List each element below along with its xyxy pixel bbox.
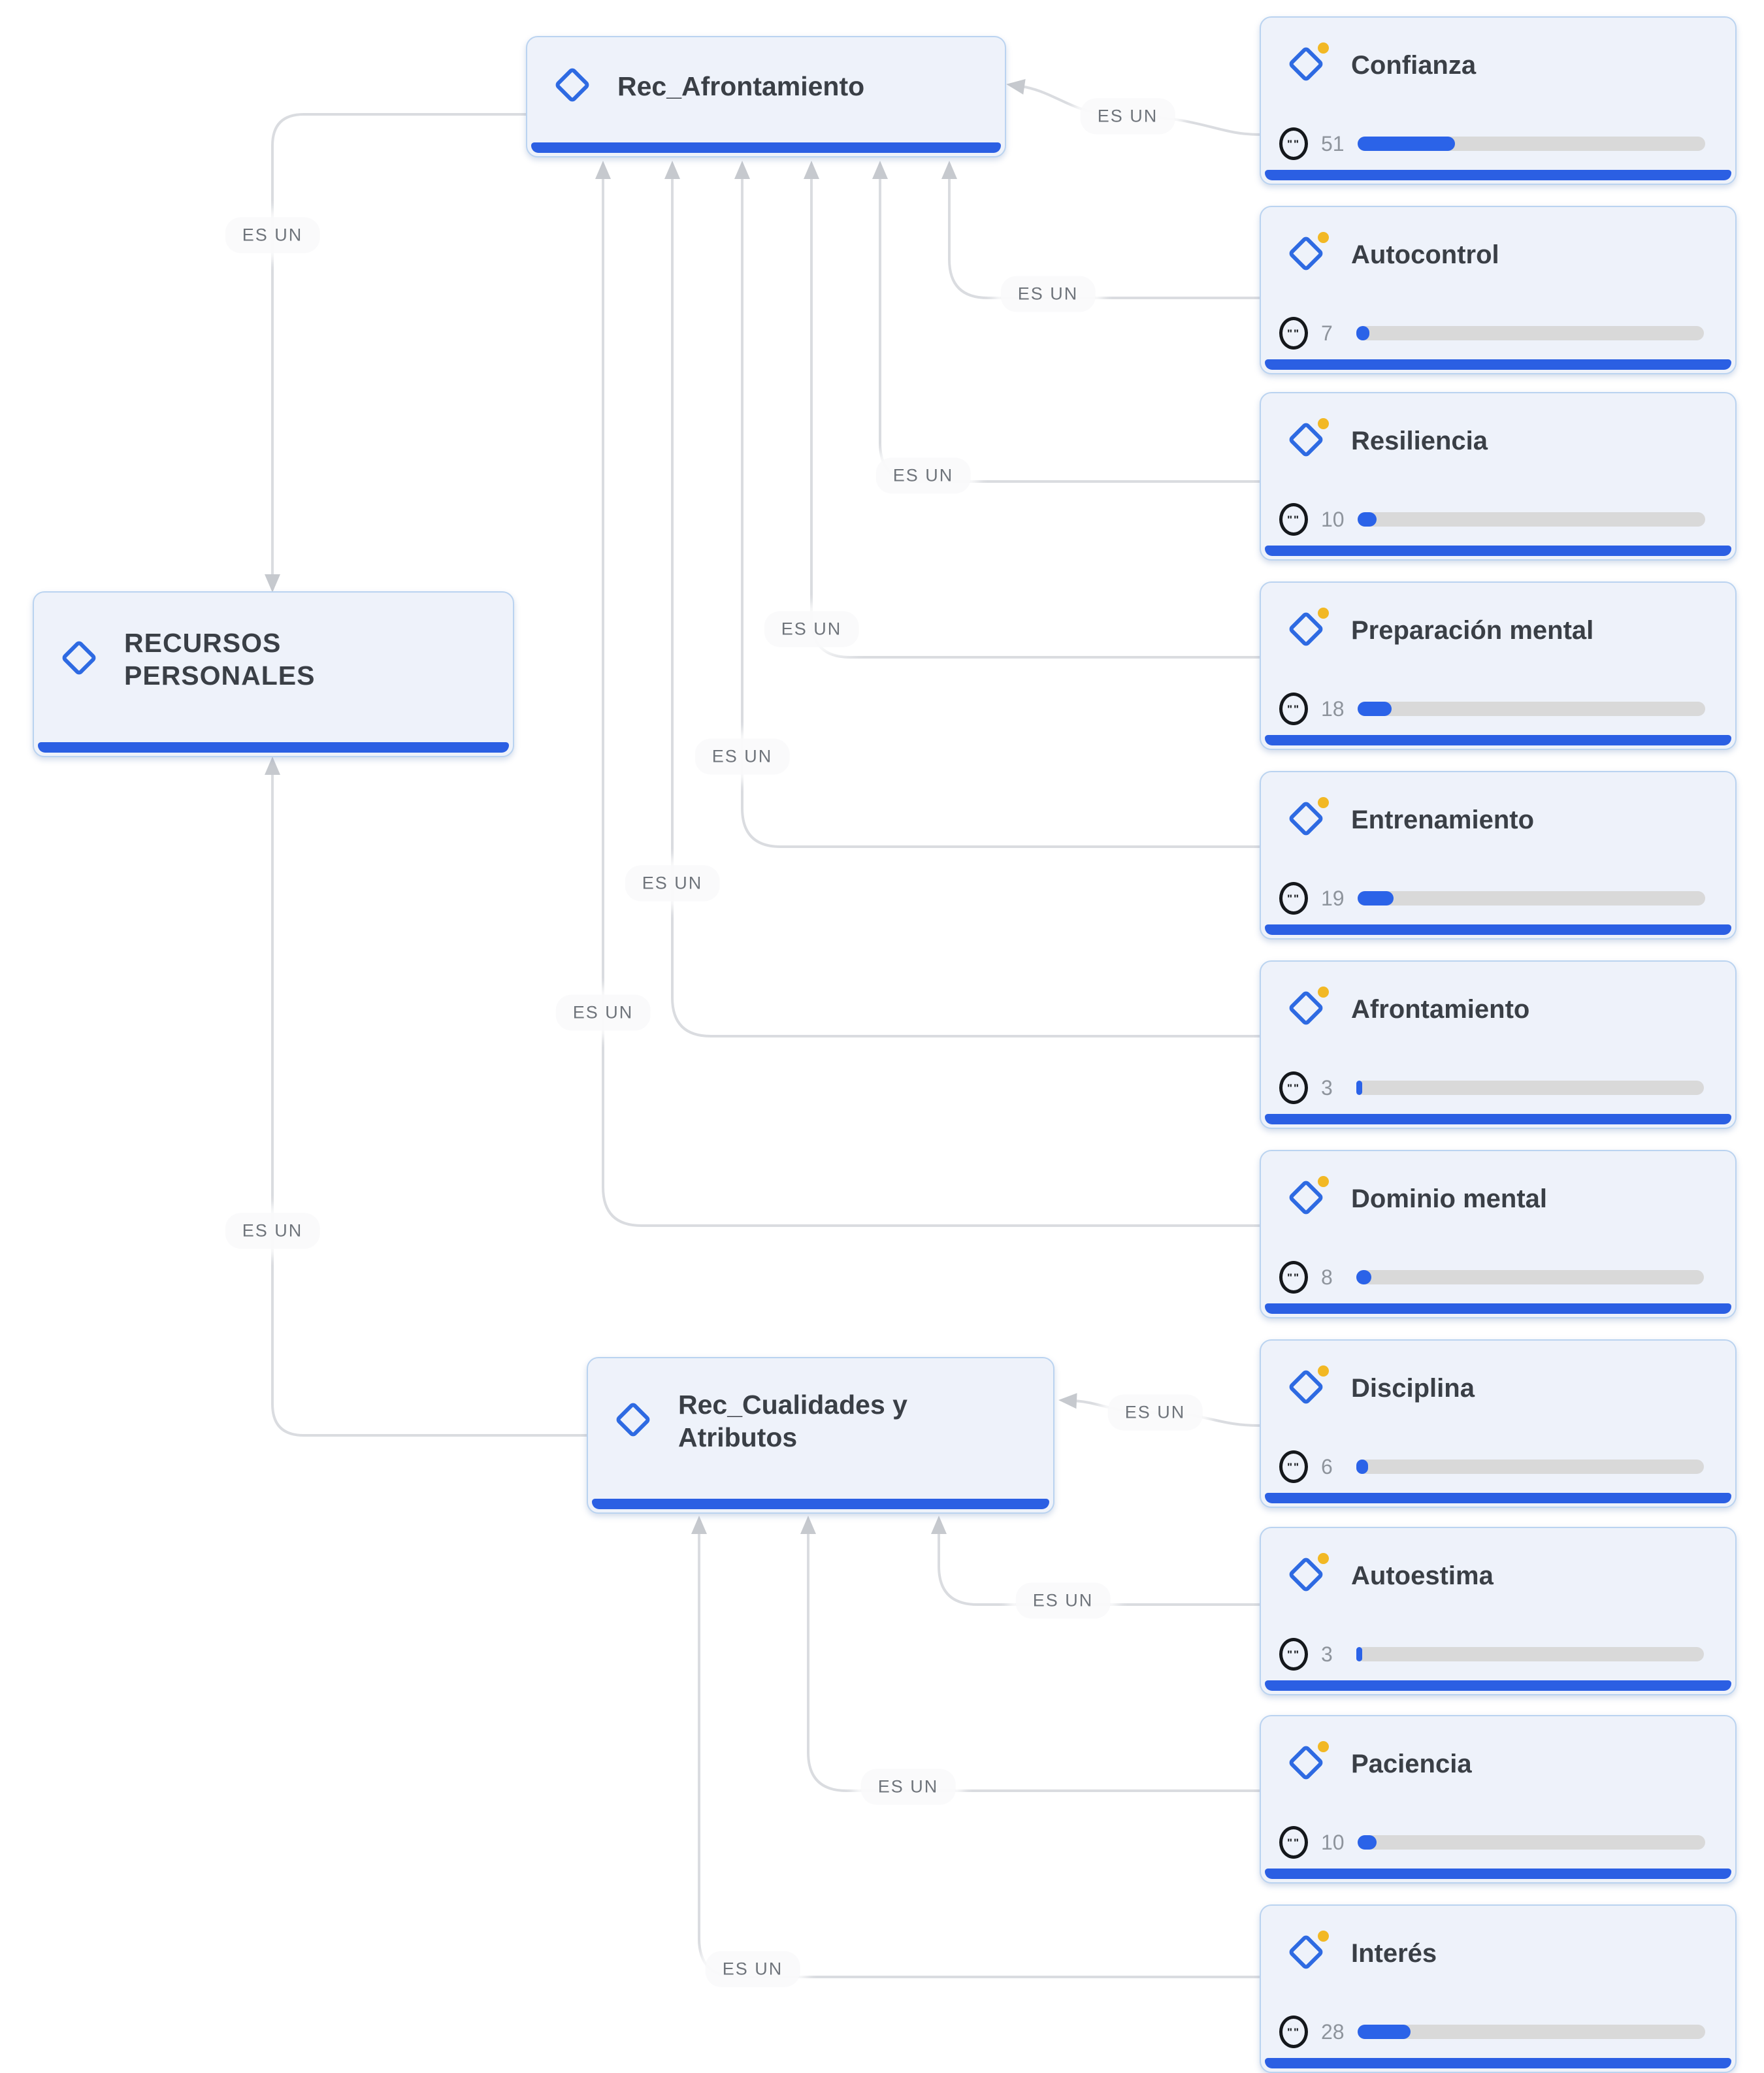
edge-paciencia-to-rec-cualidades[interactable]: [800, 1516, 1260, 1792]
groundedness-bar: [1357, 512, 1705, 527]
code-diamond-icon: [1287, 608, 1329, 651]
quotation-count-icon: "": [1279, 882, 1308, 915]
edge-autocontrol-to-rec-afrontamiento[interactable]: [941, 161, 1260, 299]
edge-label-es-un[interactable]: ES UN: [875, 457, 971, 494]
quotation-count-icon: "": [1279, 693, 1308, 725]
edge-label-es-un[interactable]: ES UN: [764, 611, 859, 647]
node-title: Autoestima: [1351, 1561, 1494, 1590]
category-node-rec-afrontamiento[interactable]: Rec_Afrontamiento: [526, 36, 1006, 157]
quotation-count-icon: "": [1279, 503, 1308, 536]
edge-preparacion-mental-to-rec-afrontamiento[interactable]: [804, 161, 1260, 659]
node-title: Disciplina: [1351, 1373, 1475, 1403]
edge-label-es-un[interactable]: ES UN: [225, 217, 320, 253]
quotation-count-icon: "": [1279, 1071, 1308, 1104]
code-diamond-icon: [1287, 797, 1329, 840]
quotation-count-icon: "": [1279, 1261, 1308, 1294]
code-diamond-icon: [614, 1401, 655, 1441]
code-diamond-icon: [1287, 1553, 1329, 1596]
edge-label-es-un[interactable]: ES UN: [1107, 1394, 1203, 1431]
node-title: Resiliencia: [1351, 426, 1488, 455]
code-diamond-icon: [60, 639, 101, 679]
quotation-count: 51: [1321, 131, 1345, 155]
groundedness-bar: [1357, 702, 1705, 716]
edge-afrontamiento-to-rec-afrontamiento[interactable]: [664, 161, 1260, 1037]
node-title: Entrenamiento: [1351, 805, 1535, 834]
quotation-count: 10: [1321, 1830, 1345, 1854]
edge-autoestima-to-rec-cualidades[interactable]: [931, 1516, 1260, 1606]
category-node-recursos-personales[interactable]: RECURSOS PERSONALES: [33, 591, 514, 757]
node-title: Preparación mental: [1351, 615, 1594, 645]
edge-label-es-un[interactable]: ES UN: [1015, 1582, 1111, 1619]
edge-label-es-un[interactable]: ES UN: [555, 994, 651, 1031]
quotation-count: 18: [1321, 696, 1345, 721]
edge-label-es-un[interactable]: ES UN: [1000, 276, 1096, 312]
edge-label-es-un[interactable]: ES UN: [860, 1769, 956, 1805]
quotation-count: 10: [1321, 507, 1345, 531]
groundedness-bar: [1356, 1460, 1704, 1474]
edge-label-es-un[interactable]: ES UN: [705, 1951, 800, 1987]
groundedness-bar: [1357, 1835, 1705, 1850]
code-diamond-icon: [1287, 1741, 1329, 1784]
node-title: Afrontamiento: [1351, 994, 1530, 1024]
quotation-count: 7: [1321, 321, 1333, 345]
quotation-count-icon: "": [1279, 2016, 1308, 2048]
edge-label-es-un[interactable]: ES UN: [625, 865, 720, 902]
category-node-rec-cualidades-y-atributos[interactable]: Rec_Cualidades y Atributos: [587, 1357, 1054, 1514]
code-diamond-icon: [553, 66, 594, 106]
groundedness-bar: [1357, 2025, 1705, 2039]
edge-resiliencia-to-rec-afrontamiento[interactable]: [872, 161, 1260, 483]
edge-interes-to-rec-cualidades[interactable]: [691, 1516, 1260, 1978]
quotation-count-icon: "": [1279, 1638, 1308, 1671]
concept-node-afrontamiento[interactable]: Afrontamiento "" 3: [1260, 960, 1737, 1129]
node-title: Paciencia: [1351, 1749, 1472, 1778]
edge-label-es-un[interactable]: ES UN: [694, 738, 790, 775]
code-diamond-icon: [1287, 42, 1329, 86]
node-title: Autocontrol: [1351, 240, 1499, 269]
concept-node-autoestima[interactable]: Autoestima "" 3: [1260, 1527, 1737, 1695]
groundedness-bar: [1357, 137, 1705, 151]
edge-label-es-un[interactable]: ES UN: [1080, 98, 1175, 135]
quotation-count-icon: "": [1279, 1826, 1308, 1859]
node-title: Interés: [1351, 1938, 1437, 1968]
edge-entrenamiento-to-rec-afrontamiento[interactable]: [734, 161, 1260, 848]
code-diamond-icon: [1287, 418, 1329, 461]
concept-node-resiliencia[interactable]: Resiliencia "" 10: [1260, 392, 1737, 561]
edge-label-es-un[interactable]: ES UN: [225, 1213, 320, 1249]
concept-node-entrenamiento[interactable]: Entrenamiento "" 19: [1260, 771, 1737, 939]
quotation-count-icon: "": [1279, 317, 1308, 350]
edge-rec-cualidades-to-recursos[interactable]: [265, 757, 587, 1437]
code-diamond-icon: [1287, 1176, 1329, 1219]
code-diamond-icon: [1287, 1931, 1329, 1974]
quotation-count-icon: "": [1279, 1450, 1308, 1483]
edge-rec-afrontamiento-to-recursos[interactable]: [265, 113, 526, 593]
concept-node-dominio-mental[interactable]: Dominio mental "" 8: [1260, 1150, 1737, 1318]
quotation-count-icon: "": [1279, 127, 1308, 160]
code-diamond-icon: [1287, 1365, 1329, 1409]
concept-node-confianza[interactable]: Confianza "" 51: [1260, 16, 1737, 185]
code-diamond-icon: [1287, 232, 1329, 275]
node-title: Rec_Afrontamiento: [617, 71, 865, 101]
quotation-count: 3: [1321, 1642, 1333, 1666]
code-diamond-icon: [1287, 987, 1329, 1030]
node-title: Dominio mental: [1351, 1184, 1548, 1213]
node-title: Rec_Cualidades y Atributos: [678, 1390, 907, 1453]
quotation-count: 19: [1321, 886, 1345, 910]
concept-node-interes[interactable]: Interés "" 28: [1260, 1904, 1737, 2073]
groundedness-bar: [1357, 891, 1705, 906]
quotation-count: 6: [1321, 1454, 1333, 1478]
concept-node-disciplina[interactable]: Disciplina "" 6: [1260, 1339, 1737, 1508]
quotation-count: 28: [1321, 2019, 1345, 2044]
concept-node-autocontrol[interactable]: Autocontrol "" 7: [1260, 206, 1737, 374]
groundedness-bar: [1356, 1270, 1704, 1284]
edge-dominio-mental-to-rec-afrontamiento[interactable]: [595, 161, 1260, 1227]
groundedness-bar: [1356, 326, 1704, 340]
node-title: Confianza: [1351, 50, 1477, 80]
node-title: RECURSOS PERSONALES: [124, 628, 316, 691]
concept-node-paciencia[interactable]: Paciencia "" 10: [1260, 1715, 1737, 1884]
quotation-count: 3: [1321, 1075, 1333, 1100]
quotation-count: 8: [1321, 1265, 1333, 1289]
groundedness-bar: [1356, 1647, 1704, 1661]
concept-node-preparacion-mental[interactable]: Preparación mental "" 18: [1260, 581, 1737, 750]
groundedness-bar: [1356, 1081, 1704, 1095]
